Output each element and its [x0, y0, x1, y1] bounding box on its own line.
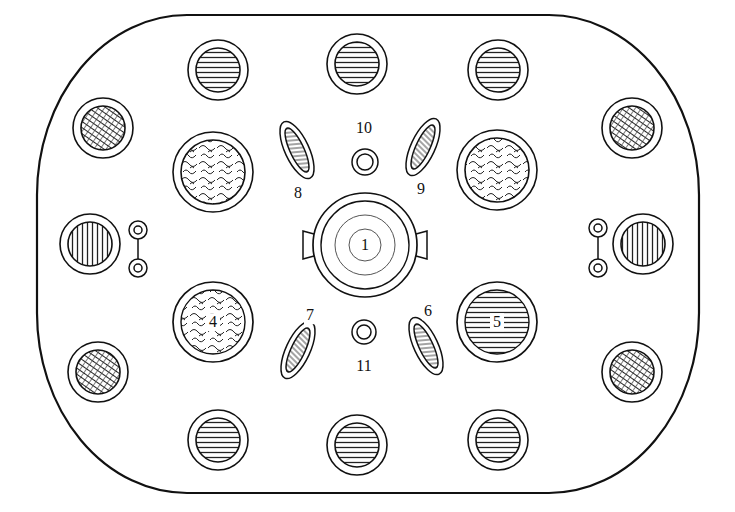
dish-number: 4	[206, 313, 220, 331]
dish-number: 5	[490, 313, 504, 331]
tureen-dish: 1	[311, 191, 419, 299]
callout-number: 11	[354, 357, 373, 375]
dish-number: 1	[358, 236, 372, 254]
callout-number: 8	[292, 184, 304, 202]
callout-number: 6	[422, 302, 434, 320]
callout-number: 7	[304, 306, 316, 324]
serving-dish: 4	[171, 280, 255, 364]
callout-number: 10	[354, 119, 374, 137]
callout-number: 9	[415, 180, 427, 198]
serving-dish: 5	[455, 280, 539, 364]
